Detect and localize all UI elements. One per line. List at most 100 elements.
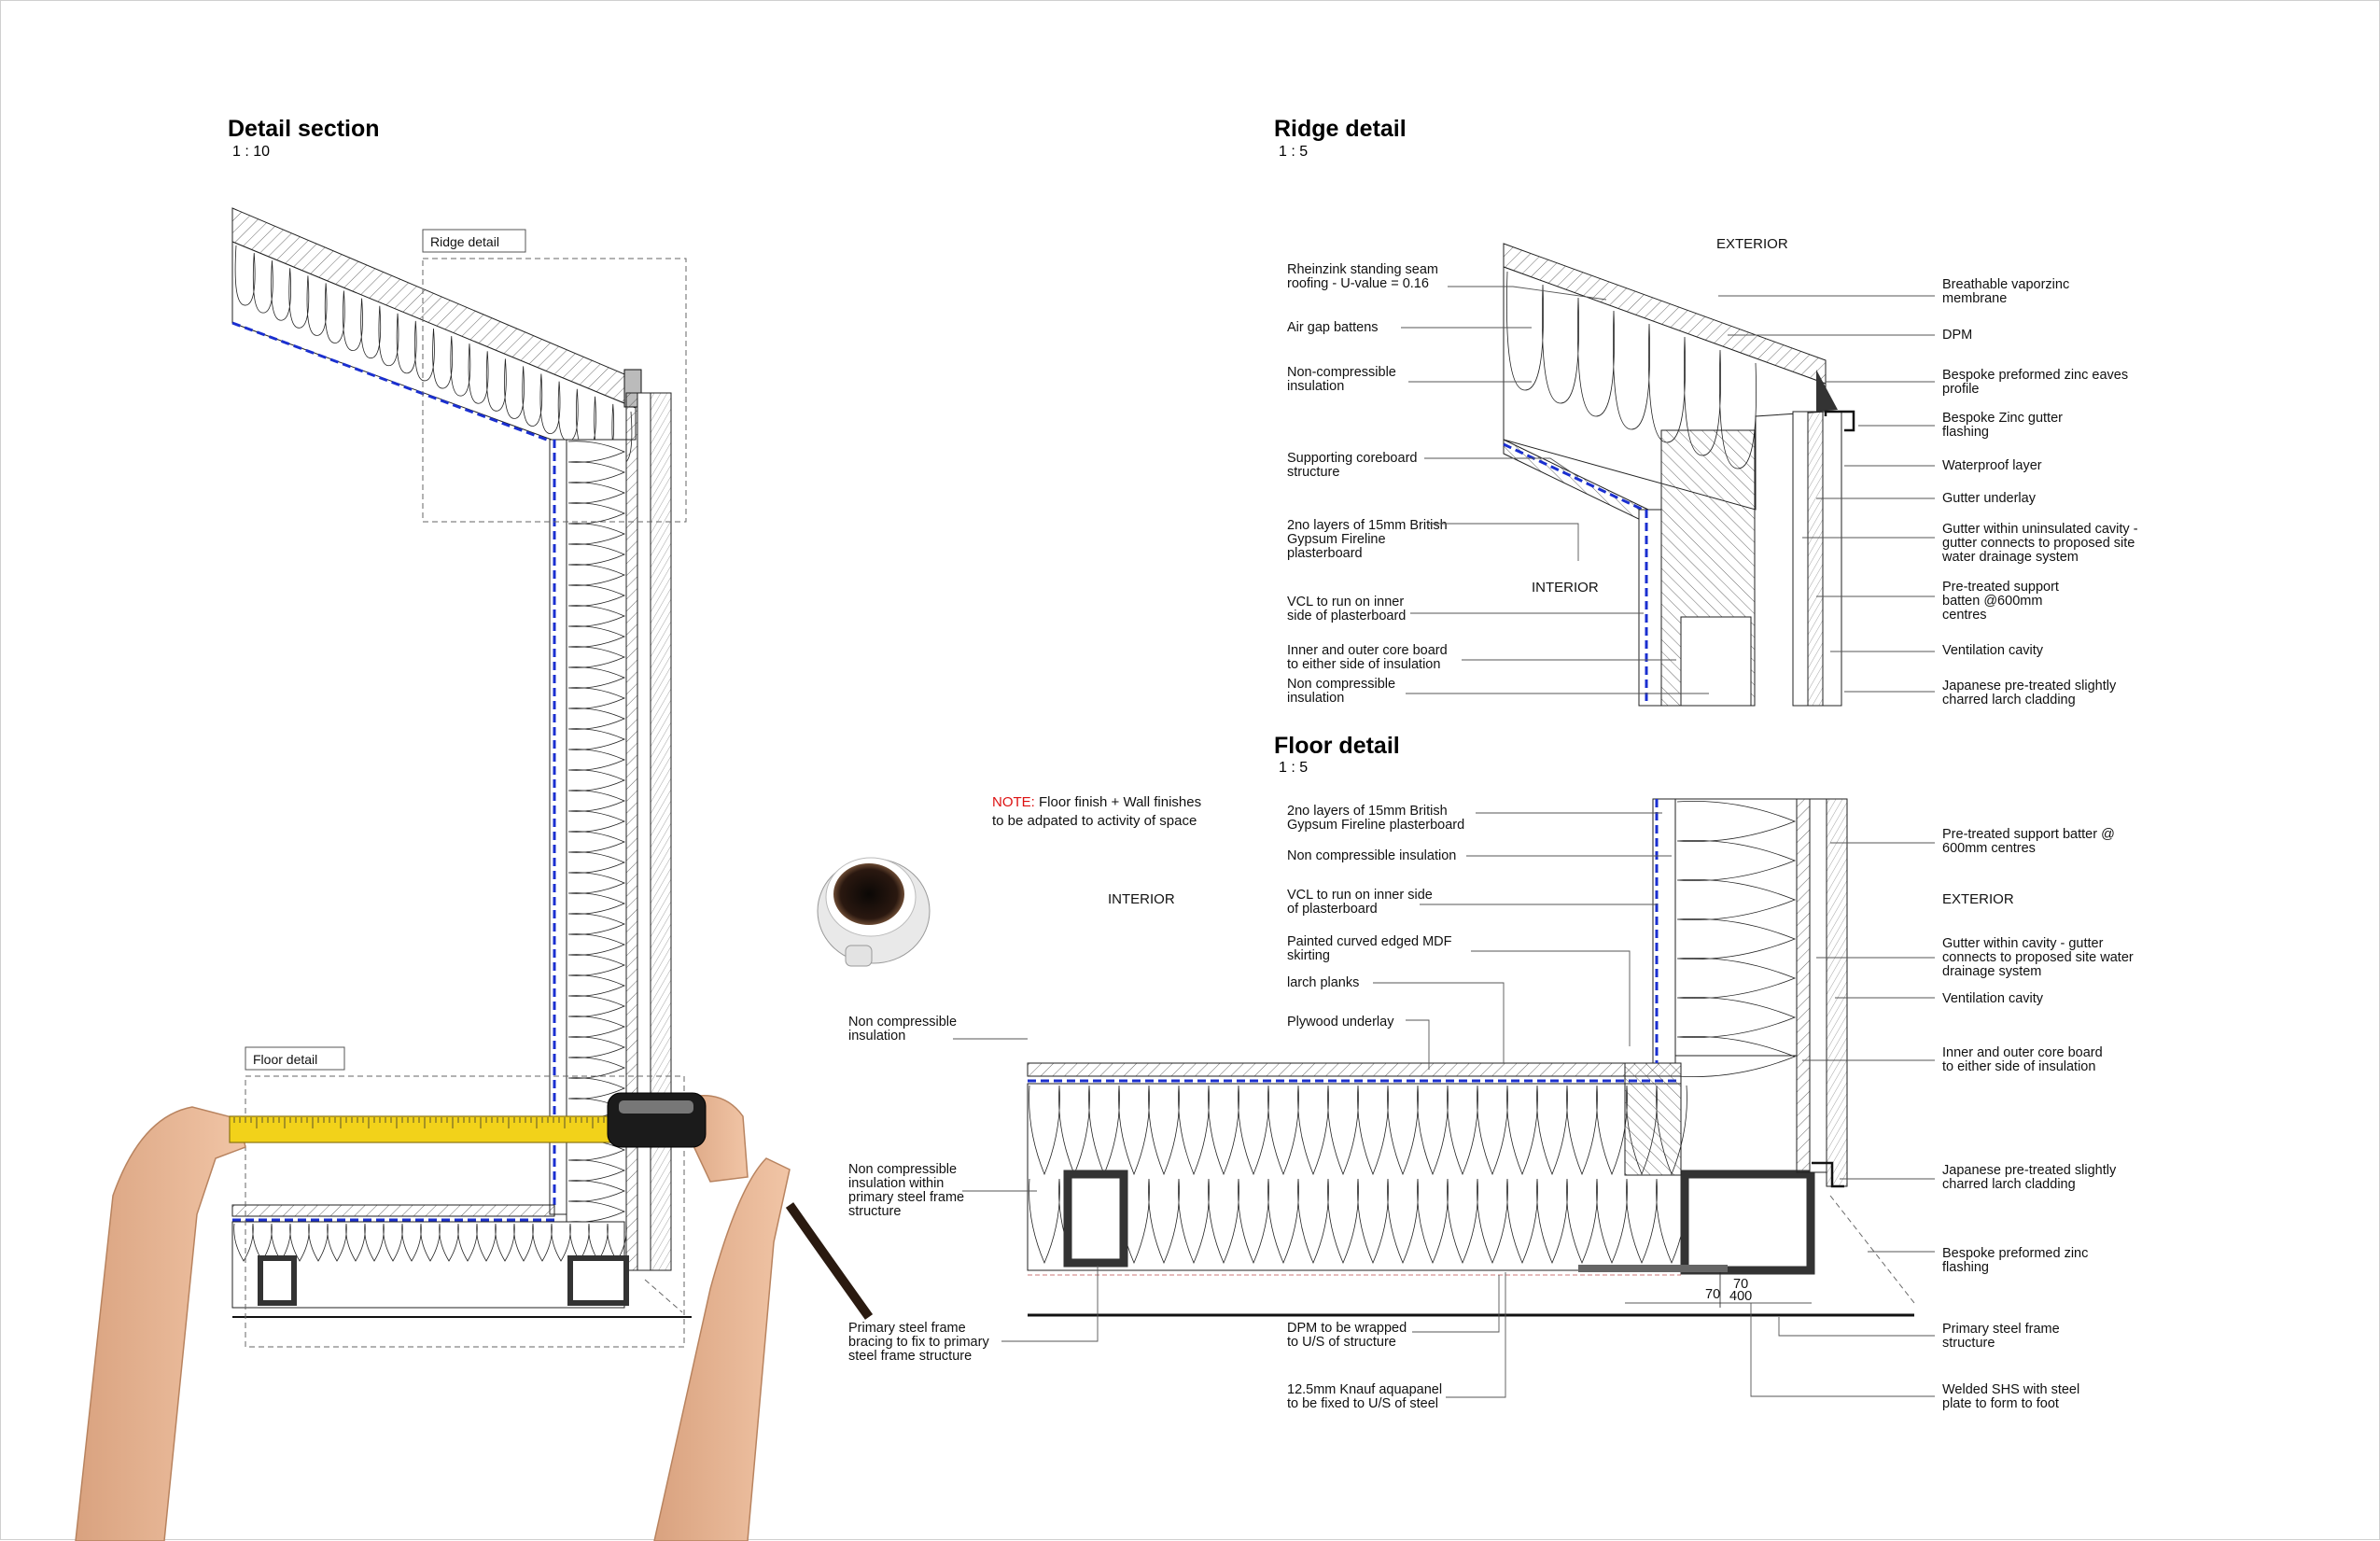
floor-left-label-1-line: insulation within [848, 1176, 944, 1191]
floor-right-label-1-line: drainage system [1942, 964, 2041, 979]
floor-right-label-7-leader [1750, 1303, 1935, 1397]
floor-right-labels: Pre-treated support batter @600mm centre… [1750, 827, 2134, 1411]
dim-label-400: 400 [1729, 1289, 1752, 1304]
floor-right-label-6-line: Primary steel frame [1942, 1322, 2060, 1337]
right-arm [653, 1157, 791, 1541]
dim-label-70a: 70 [1733, 1277, 1748, 1292]
floor-bottom-label-1-line: to be fixed to U/S of steel [1287, 1396, 1438, 1411]
insulation-wave-path [1676, 801, 1797, 1077]
ridge-cladding [1807, 411, 1824, 707]
floor-right-label-4-line: charred larch cladding [1942, 1177, 2076, 1192]
ridge-right-label-4-line: Waterproof layer [1942, 458, 2042, 473]
floor-bottom-label-0-line: DPM to be wrapped [1287, 1321, 1407, 1336]
floor-right-label-3-line: Inner and outer core board [1942, 1045, 2103, 1060]
ridge-right-label-2-line: profile [1942, 382, 1980, 397]
floor-steel-right [1680, 1170, 1815, 1275]
floor-mid-label-4-line: larch planks [1287, 975, 1359, 990]
floor-exterior-label: EXTERIOR [1942, 891, 2014, 907]
ridge-right-label-7-line: batten @600mm [1942, 594, 2042, 609]
floor-right-label-1-line: connects to proposed site water [1942, 950, 2134, 965]
ridge-left-label-4-line: plasterboard [1287, 546, 1363, 561]
ridge-left-label-1-line: Air gap battens [1287, 320, 1379, 335]
ridge-right-label-7-line: centres [1942, 608, 1987, 623]
ridge-left-label-5-line: side of plasterboard [1287, 609, 1406, 623]
ridge-left-label-4-leader [1429, 523, 1579, 561]
floor-mid-label-1: Non compressible insulation [1287, 848, 1672, 863]
floor-right-label-0-line: Pre-treated support batter @ [1942, 827, 2115, 842]
floor-left-label-2-leader [1001, 1266, 1099, 1342]
ridge-right-label-6: Gutter within uninsulated cavity -gutter… [1802, 522, 2138, 565]
floor-detail-ref-box [245, 1075, 685, 1348]
floor-left-label-1-line: structure [848, 1204, 901, 1219]
ridge-right-label-0-line: membrane [1942, 291, 2007, 306]
ridge-outer-cladding [1822, 411, 1842, 707]
floor-right-label-6-leader [1778, 1317, 1935, 1337]
tape-strap [785, 1202, 874, 1320]
floor-mid-label-4-leader [1373, 982, 1505, 1063]
floor-steel-left [1063, 1170, 1128, 1268]
floor-right-label-4-line: Japanese pre-treated slightly [1942, 1163, 2117, 1178]
floor-left-label-1-line: Non compressible [848, 1162, 957, 1177]
floor-right-label-7-line: Welded SHS with steel [1942, 1382, 2079, 1397]
ridge-left-label-3-leader [1424, 457, 1579, 478]
ridge-left-label-3-line: Supporting coreboard [1287, 451, 1417, 466]
ridge-interior-label: INTERIOR [1532, 580, 1599, 595]
ridge-left-label-6-line: to either side of insulation [1287, 657, 1440, 672]
ridge-left-label-2-line: insulation [1287, 379, 1344, 394]
ridge-left-label-2-line: Non-compressible [1287, 365, 1396, 380]
ridge-left-label-6-line: Inner and outer core board [1287, 643, 1448, 658]
ridge-gutter-flashing [1824, 410, 1855, 432]
floor-right-label-2-line: Ventilation cavity [1942, 991, 2044, 1006]
floor-note: NOTE: Floor finish + Wall finishes [992, 794, 1201, 810]
ridge-right-label-8: Ventilation cavity [1830, 643, 2044, 658]
floor-right-label-7-line: plate to form to foot [1942, 1396, 2059, 1411]
ridge-right-label-7-line: Pre-treated support [1942, 580, 2059, 595]
floor-mid-label-2-line: of plasterboard [1287, 902, 1378, 917]
ridge-exterior-label: EXTERIOR [1716, 236, 1788, 252]
floor-right-label-0-line: 600mm centres [1942, 841, 2036, 856]
floor-wall-insulation [1674, 798, 1798, 1057]
section-steel-left [258, 1255, 297, 1306]
tape-case-highlight [619, 1100, 693, 1114]
left-hand [75, 1106, 246, 1541]
floor-note-line1: Floor finish + Wall finishes [1039, 794, 1201, 810]
ridge-right-label-8-line: Ventilation cavity [1942, 643, 2044, 658]
floor-note-prefix: NOTE: [992, 794, 1035, 810]
floor-larch-planks [1027, 1062, 1682, 1077]
ridge-eaves-profile [1816, 370, 1838, 412]
floor-core-block [1624, 1062, 1682, 1176]
ridge-right-label-6-line: gutter connects to proposed site [1942, 536, 2135, 551]
floor-left-label-2-line: bracing to fix to primary [848, 1335, 989, 1350]
floor-bottom-label-0-leader [1412, 1275, 1500, 1333]
ridge-wall-insulation [1680, 616, 1752, 707]
detail-section-heading: Detail section 1 : 10 [228, 116, 380, 160]
ridge-right-label-6-line: Gutter within uninsulated cavity - [1942, 522, 2138, 537]
ridge-right-label-5: Gutter underlay [1816, 491, 2037, 506]
ridge-detail-tag [422, 229, 526, 253]
cup-coffee [833, 863, 904, 925]
dim-label-70b: 70 [1705, 1287, 1720, 1302]
ridge-left-label-4-line: 2no layers of 15mm British [1287, 518, 1448, 533]
ridge-left-label-7-line: Non compressible [1287, 677, 1395, 692]
floor-mid-label-3-line: Painted curved edged MDF [1287, 934, 1452, 949]
ridge-detail-title: Ridge detail [1274, 116, 1407, 142]
ridge-right-label-1-line: DPM [1942, 328, 1972, 343]
